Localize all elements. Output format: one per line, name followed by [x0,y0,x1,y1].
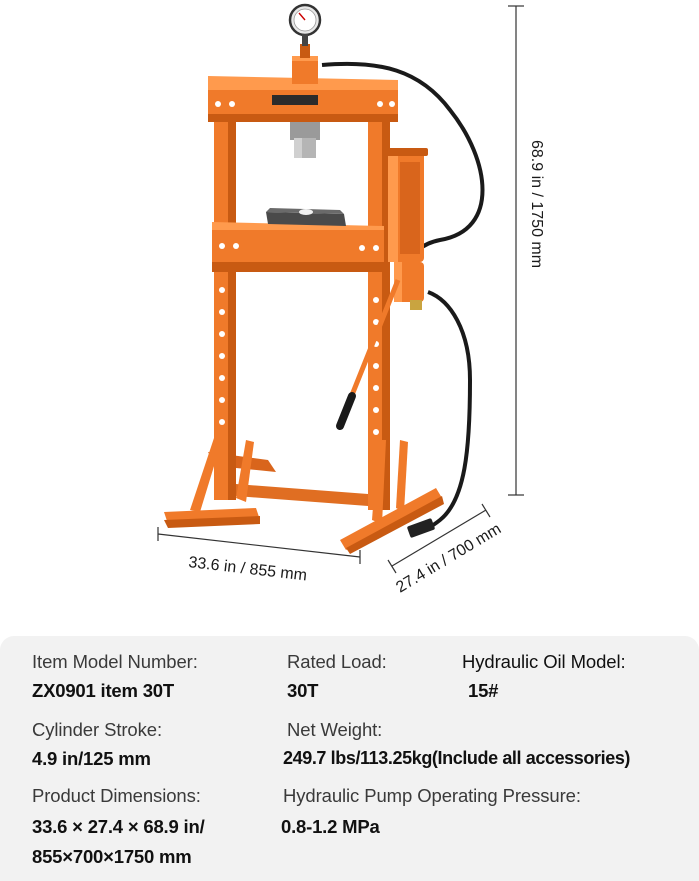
rated-load-label: Rated Load: [287,651,387,672]
pump-pressure-value: 0.8-1.2 MPa [281,816,380,837]
model-number-label: Item Model Number: [32,651,198,672]
pump-handle [336,279,401,430]
hydraulic-pump [384,148,428,310]
hydraulic-cylinder [290,44,320,158]
oil-model-label: Hydraulic Oil Model: [462,651,626,672]
product-dimensions-value-line1: 33.6 × 27.4 × 68.9 in/ [32,816,205,837]
cylinder-stroke-label: Cylinder Stroke: [32,719,163,740]
oil-model-value: 15# [468,680,499,701]
press-frame [164,76,444,554]
net-weight-value: 249.7 lbs/113.25kg(Include all accessori… [283,748,631,768]
specifications-panel: Item Model Number: ZX0901 item 30T Rated… [0,636,699,881]
foot-pedal [407,518,435,538]
height-dimension-label: 68.9 in / 1750 mm [528,140,545,268]
depth-dimension-line [387,503,491,574]
model-number-value: ZX0901 item 30T [32,680,174,701]
width-dimension-label: 33.6 in / 855 mm [188,554,308,584]
hydraulic-hose [321,61,485,263]
product-dimensions-label: Product Dimensions: [32,785,201,806]
width-dimension-line [157,527,361,564]
net-weight-label: Net Weight: [287,719,383,740]
rated-load-value: 30T [287,680,319,701]
pressure-gauge-icon [288,3,322,46]
cylinder-stroke-value: 4.9 in/125 mm [32,748,151,769]
product-dimensions-value-line2: 855×700×1750 mm [32,846,192,867]
height-dimension-line [508,5,524,496]
pump-pressure-label: Hydraulic Pump Operating Pressure: [283,785,581,806]
hydraulic-press-illustration: 68.9 in / 1750 mm 33.6 in / 855 mm 27.4 … [157,3,545,596]
